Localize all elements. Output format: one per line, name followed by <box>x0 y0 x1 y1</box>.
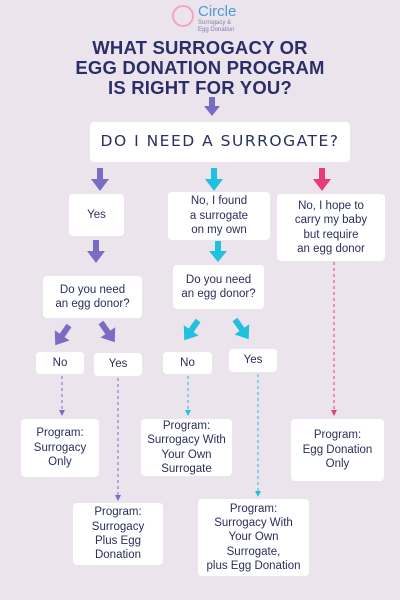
question-egg-donor-middle: Do you need an egg donor? <box>173 265 264 309</box>
answer-yes-middle: Yes <box>229 349 277 372</box>
pink-thick-arrows <box>313 168 331 191</box>
arrow-own-egg-to-yes <box>232 317 250 340</box>
dashed-connectors <box>59 262 337 501</box>
program-surrogacy-plus-egg: Program: Surrogacy Plus Egg Donation <box>73 503 163 565</box>
arrow-title-to-question <box>204 97 220 116</box>
arrow-own-egg-to-no <box>183 318 201 341</box>
program-egg-donation-only: Program: Egg Donation Only <box>291 419 384 481</box>
answer-no-left: No <box>36 352 84 374</box>
arrow-question-to-carry <box>313 168 331 191</box>
program-surrogacy-own-surrogate-egg: Program: Surrogacy With Your Own Surroga… <box>198 499 309 576</box>
question-egg-donor-left: Do you need an egg donor? <box>43 276 142 318</box>
cyan-thick-arrows <box>183 168 250 341</box>
answer-carry-baby: No, I hope to carry my baby but require … <box>277 194 385 261</box>
logo-subtitle: Surrogacy & Egg Donation <box>198 20 235 33</box>
arrow-egg-to-yes <box>98 320 116 343</box>
title-line-1: WHAT SURROGACY OR <box>92 37 308 58</box>
purple-thick-arrows <box>54 97 220 346</box>
answer-yes: Yes <box>69 194 124 236</box>
answer-own-surrogate: No, I found a surrogate on my own <box>168 192 270 240</box>
program-surrogacy-only: Program: Surrogacy Only <box>21 419 99 477</box>
arrow-yes-to-egg-question <box>87 240 105 263</box>
question-need-surrogate: DO I NEED A SURROGATE? <box>90 122 350 162</box>
logo-name: Circle <box>198 3 237 20</box>
title-line-2: EGG DONATION PROGRAM <box>75 56 325 78</box>
page-title: WHAT SURROGACY OR EGG DONATION PROGRAM I… <box>20 38 380 98</box>
arrow-question-to-own-surrogate <box>205 168 223 191</box>
answer-no-middle: No <box>163 352 212 374</box>
arrow-egg-to-no <box>54 323 72 346</box>
logo-icon <box>172 5 194 27</box>
arrow-question-to-yes <box>91 168 109 191</box>
answer-yes-left: Yes <box>94 353 142 376</box>
title-line-3: IS RIGHT FOR YOU? <box>108 76 292 98</box>
arrow-own-to-egg-question <box>209 241 227 262</box>
program-surrogacy-own-surrogate: Program: Surrogacy With Your Own Surroga… <box>141 419 232 476</box>
